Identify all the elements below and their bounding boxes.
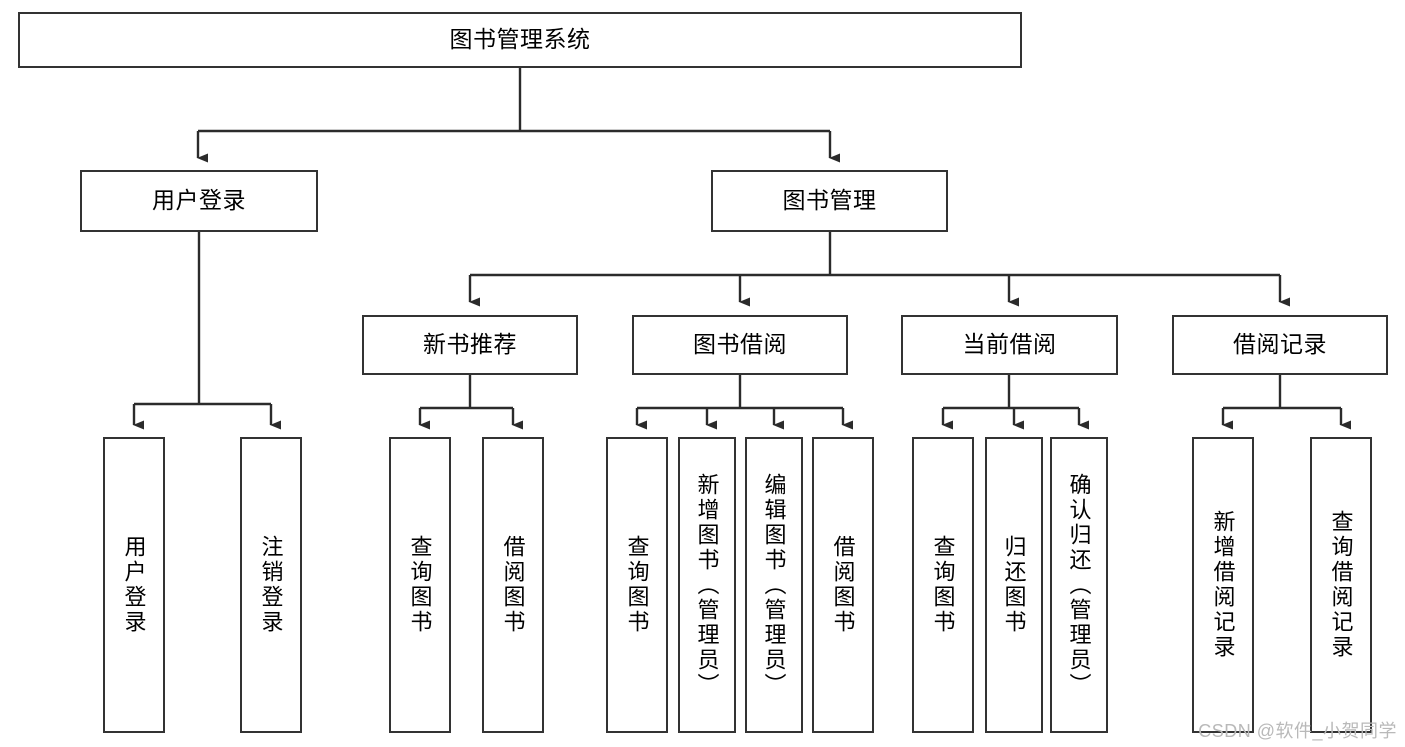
node-leaf-borrow-book-borrow[interactable]: 借阅图书 (812, 437, 874, 733)
node-leaf-add-book-admin-label: 新增图书（管理员） (694, 472, 720, 698)
node-book-management[interactable]: 图书管理 (711, 170, 948, 232)
node-leaf-borrow-book-borrow-label: 借阅图书 (830, 535, 856, 635)
node-book-borrow[interactable]: 图书借阅 (632, 315, 848, 375)
node-leaf-confirm-return-admin[interactable]: 确认归还（管理员） (1050, 437, 1108, 733)
node-book-management-label: 图书管理 (782, 187, 877, 214)
node-user-login[interactable]: 用户登录 (80, 170, 318, 232)
node-leaf-edit-book-admin-label: 编辑图书（管理员） (761, 472, 787, 698)
node-leaf-query-book-borrow[interactable]: 查询图书 (606, 437, 668, 733)
node-leaf-query-borrow-record[interactable]: 查询借阅记录 (1310, 437, 1372, 733)
node-new-book-recommend[interactable]: 新书推荐 (362, 315, 578, 375)
node-root-label: 图书管理系统 (449, 26, 591, 53)
node-leaf-add-book-admin[interactable]: 新增图书（管理员） (678, 437, 736, 733)
node-leaf-return-book[interactable]: 归还图书 (985, 437, 1043, 733)
node-leaf-user-login[interactable]: 用户登录 (103, 437, 165, 733)
node-leaf-query-book-borrow-label: 查询图书 (624, 535, 650, 635)
node-borrow-records[interactable]: 借阅记录 (1172, 315, 1388, 375)
node-leaf-add-borrow-record[interactable]: 新增借阅记录 (1192, 437, 1254, 733)
node-leaf-confirm-return-admin-label: 确认归还（管理员） (1066, 472, 1092, 698)
node-new-book-recommend-label: 新书推荐 (423, 331, 517, 358)
node-leaf-return-book-label: 归还图书 (1001, 535, 1027, 635)
node-leaf-query-borrow-record-label: 查询借阅记录 (1328, 510, 1354, 660)
node-leaf-add-borrow-record-label: 新增借阅记录 (1210, 510, 1236, 660)
node-leaf-query-book-recommend[interactable]: 查询图书 (389, 437, 451, 733)
node-book-borrow-label: 图书借阅 (693, 331, 787, 358)
node-current-borrow-label: 当前借阅 (962, 331, 1057, 358)
node-borrow-records-label: 借阅记录 (1233, 331, 1327, 358)
node-leaf-edit-book-admin[interactable]: 编辑图书（管理员） (745, 437, 803, 733)
node-leaf-logout-login[interactable]: 注销登录 (240, 437, 302, 733)
node-leaf-logout-login-label: 注销登录 (258, 535, 284, 635)
node-leaf-query-book-current[interactable]: 查询图书 (912, 437, 974, 733)
watermark-text: CSDN @软件_小贺同学 (1198, 721, 1397, 741)
node-leaf-borrow-book-recommend-label: 借阅图书 (500, 535, 526, 635)
node-leaf-user-login-label: 用户登录 (121, 535, 147, 635)
node-root[interactable]: 图书管理系统 (18, 12, 1022, 68)
node-leaf-borrow-book-recommend[interactable]: 借阅图书 (482, 437, 544, 733)
node-user-login-label: 用户登录 (152, 187, 246, 214)
node-leaf-query-book-recommend-label: 查询图书 (407, 535, 433, 635)
node-leaf-query-book-current-label: 查询图书 (930, 535, 956, 635)
node-current-borrow[interactable]: 当前借阅 (901, 315, 1118, 375)
